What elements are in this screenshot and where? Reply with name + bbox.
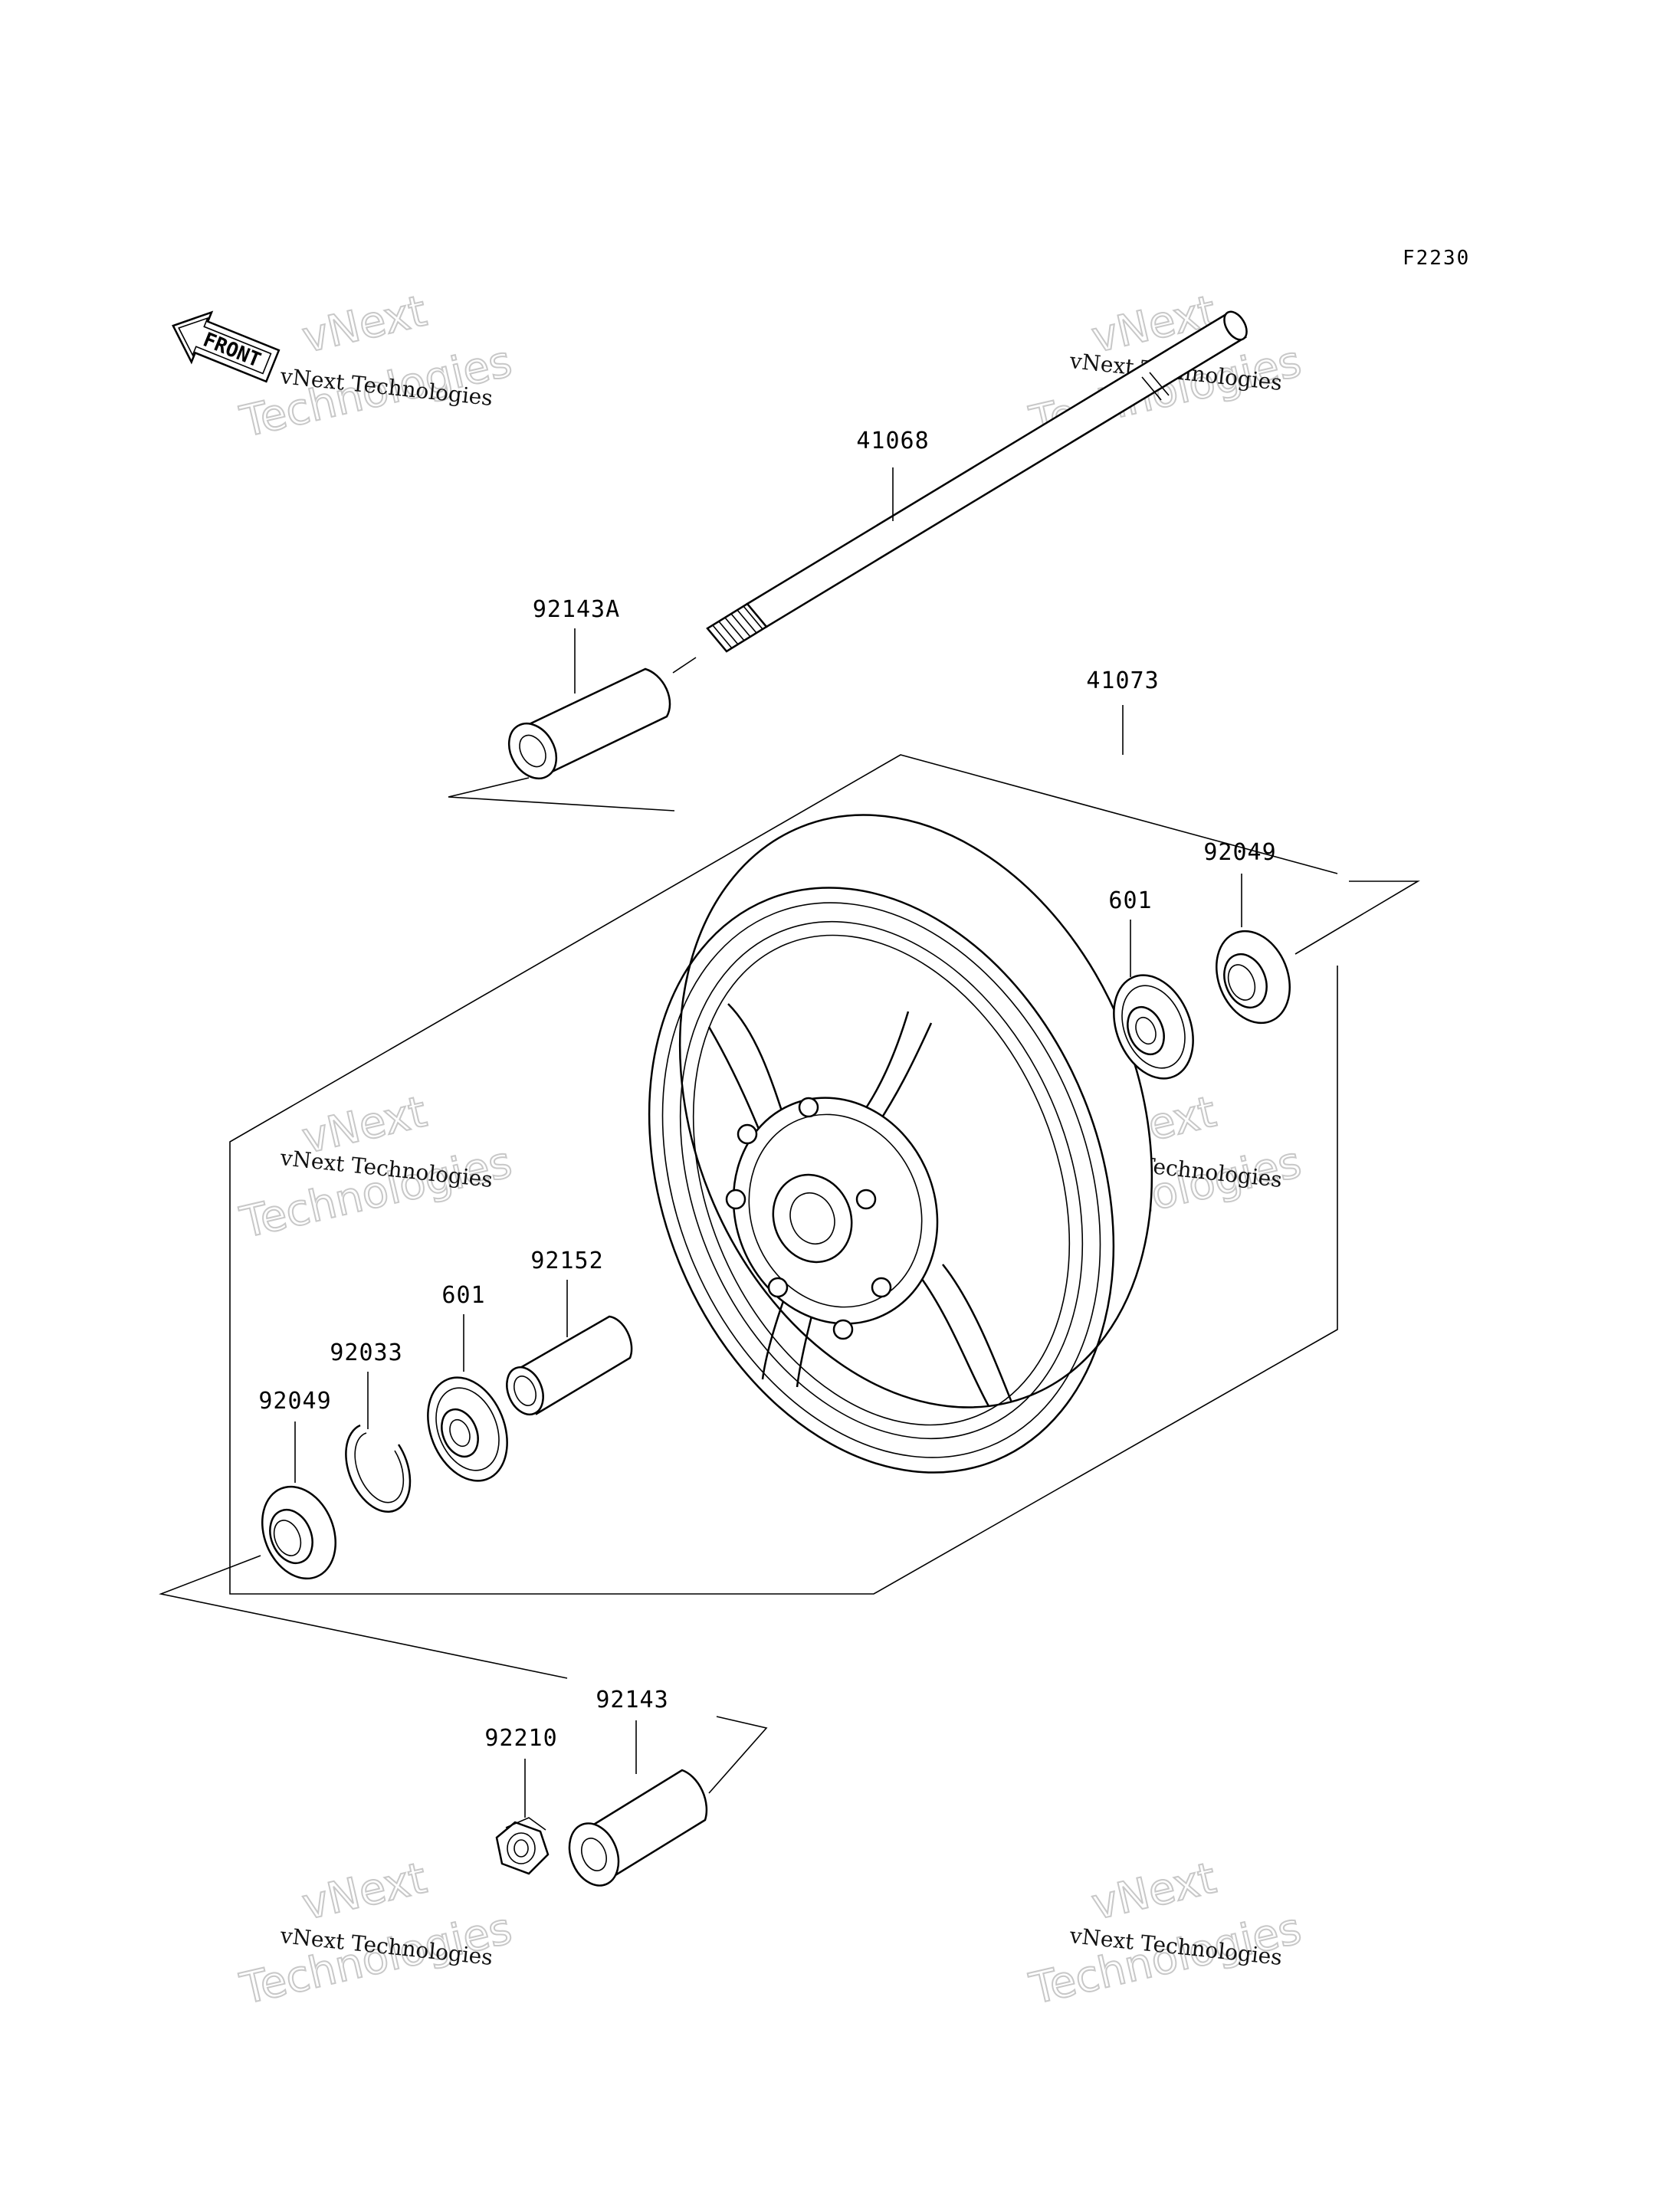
watermark-5: vNext Technologies vNext Technologies: [235, 1853, 517, 2015]
svg-text:vNext: vNext: [1088, 1854, 1221, 1930]
label-collar-right: 92143: [596, 1687, 668, 1713]
watermark-1: vNext Technologies vNext Technologies: [235, 286, 517, 448]
bracket-left-axle: [159, 1555, 568, 1679]
bracket-41073: [229, 754, 1338, 1595]
svg-text:Technologies: Technologies: [236, 1137, 517, 1248]
svg-text:vNext: vNext: [298, 1854, 431, 1930]
collar-92143A: [507, 667, 671, 780]
wheel-41073: [648, 814, 1153, 1474]
label-seal-left: 92049: [258, 1388, 331, 1415]
collar-92143: [568, 1769, 708, 1887]
label-circlip: 92033: [330, 1340, 402, 1366]
label-nut: 92210: [484, 1725, 557, 1752]
label-axle: 41068: [856, 428, 929, 454]
circlip-92033: [345, 1424, 412, 1513]
label-bearing-right: 601: [1108, 887, 1152, 914]
bearing-601-right: [1113, 974, 1194, 1080]
label-bearing-left: 601: [441, 1282, 485, 1309]
watermark-3: vNext Technologies vNext Technologies: [235, 1087, 517, 1249]
watermark-6: vNext Technologies vNext Technologies: [1025, 1853, 1307, 2015]
seal-92049-right: [1215, 930, 1291, 1025]
nut-92210: [495, 1817, 550, 1875]
axle-41068: [672, 310, 1248, 674]
figure-code: F2230: [1403, 247, 1470, 270]
svg-text:vNext: vNext: [298, 287, 431, 363]
bracket-92143A: [448, 777, 675, 812]
label-spacer: 92152: [530, 1248, 603, 1274]
label-collar-left: 92143A: [533, 596, 620, 623]
bearing-601-left: [427, 1376, 508, 1482]
label-seal-right: 92049: [1203, 839, 1276, 866]
label-wheel: 41073: [1086, 667, 1159, 694]
bracket-92143: [708, 1716, 768, 1794]
front-arrow-icon: FRONT: [172, 310, 281, 383]
spacer-92152: [506, 1315, 633, 1416]
seal-92049-left: [261, 1485, 337, 1580]
bracket-right-axle: [1294, 880, 1420, 955]
